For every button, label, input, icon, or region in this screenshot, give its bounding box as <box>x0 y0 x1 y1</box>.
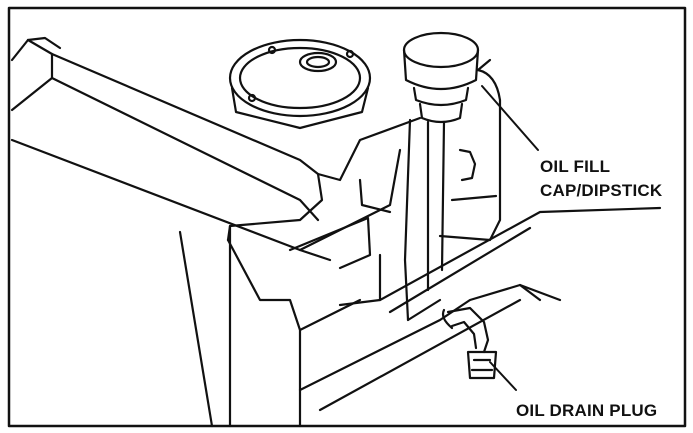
oil-drain-leader-line <box>489 361 517 391</box>
oil-fill-cap-dipstick <box>402 31 502 322</box>
oil-fill-label-line1: OIL FILL <box>540 157 610 176</box>
oil-drain-plug <box>441 306 498 380</box>
diagram-border <box>7 6 687 428</box>
round-cover <box>228 38 372 130</box>
oil-drain-plug-label: OIL DRAIN PLUG <box>516 401 657 420</box>
oil-fill-leader-line <box>481 85 539 151</box>
engine-housing <box>10 36 422 428</box>
oil-fill-label-line2: CAP/DIPSTICK <box>540 181 663 200</box>
oil-pan <box>298 206 662 412</box>
